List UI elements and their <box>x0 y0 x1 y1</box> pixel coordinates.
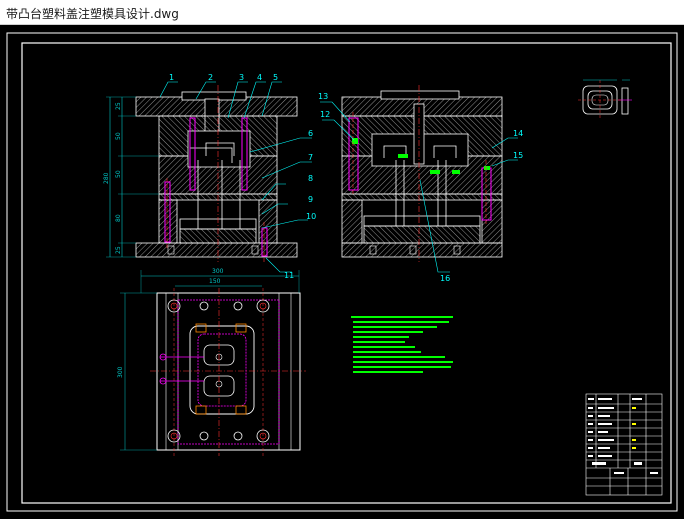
label-7: 7 <box>308 153 313 162</box>
label-12: 12 <box>320 110 330 119</box>
part-leaders-right <box>320 101 518 273</box>
dim-stack-5: 25 <box>115 246 122 254</box>
part-detail-view <box>578 79 632 120</box>
dim-stack-4: 80 <box>115 214 122 222</box>
dim-stack-3: 50 <box>115 170 122 178</box>
label-10: 10 <box>306 212 316 221</box>
dim-stack-2: 50 <box>115 132 122 140</box>
drawing-canvas[interactable]: 280 25 50 50 80 25 1 2 3 4 5 6 7 8 9 10 … <box>0 25 684 519</box>
plan-view-dimensions: 300 150 300 <box>117 268 300 451</box>
part-labels-left: 1 2 3 4 5 6 7 8 9 10 11 <box>169 73 316 280</box>
technical-notes <box>351 316 453 373</box>
label-6: 6 <box>308 129 313 138</box>
label-1: 1 <box>169 73 174 82</box>
part-leaders-left <box>159 81 312 273</box>
title-bar: 带凸台塑料盖注塑模具设计.dwg <box>0 0 684 25</box>
dim-stack-1: 25 <box>115 102 122 110</box>
title-block-text-marks <box>588 398 658 474</box>
label-2: 2 <box>208 73 213 82</box>
cad-drawing[interactable]: 280 25 50 50 80 25 1 2 3 4 5 6 7 8 9 10 … <box>0 25 684 519</box>
label-3: 3 <box>239 73 244 82</box>
side-section-view <box>341 85 503 262</box>
dim-overall-height: 280 <box>103 172 110 184</box>
title-block <box>585 393 663 496</box>
label-13: 13 <box>318 92 328 101</box>
label-16: 16 <box>440 274 450 283</box>
window-title: 带凸台塑料盖注塑模具设计.dwg <box>6 7 179 21</box>
part-labels-right: 12 13 14 15 16 <box>318 92 523 283</box>
label-8: 8 <box>308 174 313 183</box>
label-4: 4 <box>257 73 262 82</box>
title-block-highlights <box>632 407 636 449</box>
label-5: 5 <box>273 73 278 82</box>
outer-border <box>6 32 678 512</box>
label-14: 14 <box>513 129 523 138</box>
dim-plan-width: 300 <box>212 268 224 275</box>
label-9: 9 <box>308 195 313 204</box>
label-11: 11 <box>284 271 294 280</box>
front-view-dimensions: 280 25 50 50 80 25 <box>103 96 159 258</box>
label-15: 15 <box>513 151 523 160</box>
dim-plan-inner-width: 150 <box>209 278 221 285</box>
plan-view <box>150 288 306 456</box>
front-section-view <box>135 85 298 262</box>
inner-border <box>21 42 672 504</box>
dim-plan-height: 300 <box>117 366 124 378</box>
